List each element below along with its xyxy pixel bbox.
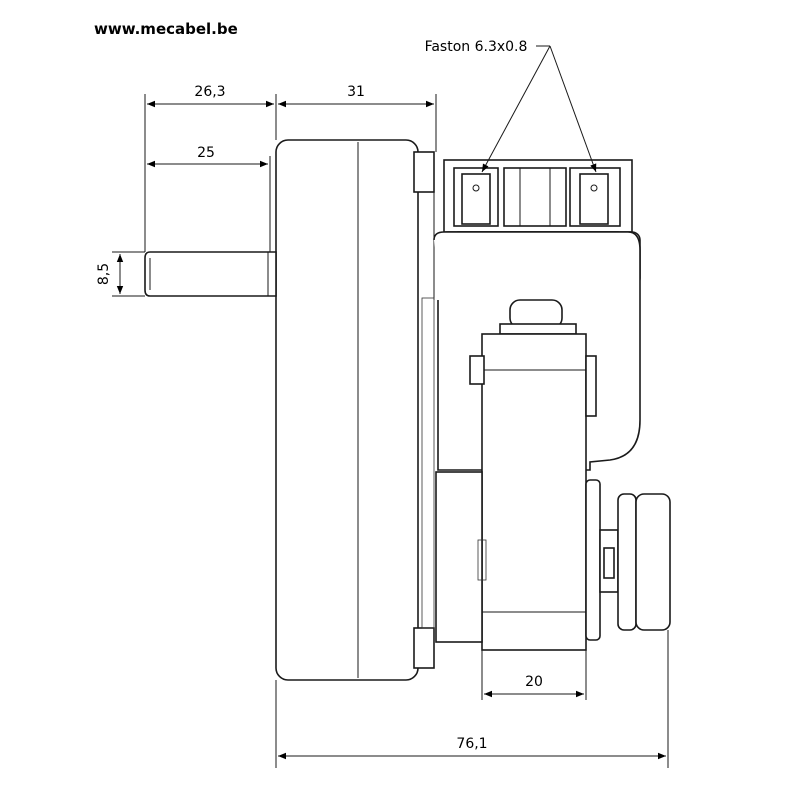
- dim-shaft-diameter: 8,5: [96, 263, 112, 285]
- rotor-bearing: [599, 493, 671, 631]
- coil-cap: [499, 299, 577, 335]
- dim-body-depth: 31: [347, 84, 365, 100]
- gearbox-housing: [275, 139, 435, 681]
- website-label: www.mecabel.be: [94, 20, 238, 38]
- dim-coil-width: 20: [525, 674, 543, 690]
- dim-shaft-offset: 26,3: [194, 84, 225, 100]
- faston-leaders: [481, 45, 597, 173]
- motor-coil: [435, 333, 601, 651]
- output-shaft: [144, 251, 277, 297]
- dim-overall-length: 76,1: [456, 736, 487, 752]
- dim-shaft-length: 25: [197, 145, 215, 161]
- dimension-lines: [116, 100, 666, 760]
- extension-lines: [112, 94, 669, 768]
- faston-label: Faston 6.3x0.8: [425, 39, 528, 55]
